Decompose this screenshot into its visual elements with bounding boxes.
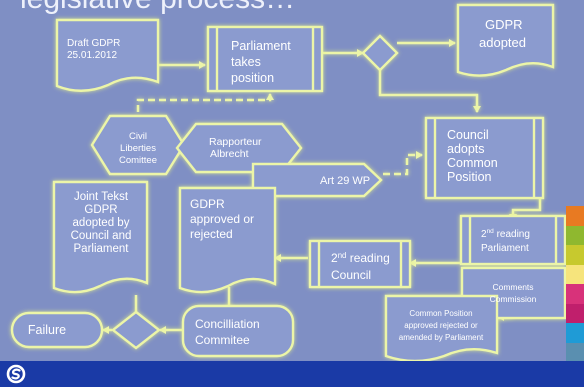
connector-committees-to-parliament <box>136 93 274 112</box>
color-stripes <box>566 206 584 362</box>
color-stripe <box>566 323 584 343</box>
node-parliament-position <box>206 25 324 93</box>
node-council-adopts <box>424 116 545 200</box>
node-decision-bottom <box>111 310 161 350</box>
node-2nd-reading-council <box>308 239 412 289</box>
node-draft-gdpr <box>55 18 160 92</box>
color-stripe <box>566 206 584 226</box>
node-gdpr-approved <box>178 186 277 294</box>
node-conciliation <box>181 304 295 358</box>
node-common-position <box>384 294 499 361</box>
connector-decision-to-council <box>378 70 481 113</box>
connector-art29-to-council <box>383 151 423 176</box>
node-failure <box>10 311 104 349</box>
slide-title: legislative process… <box>20 0 295 16</box>
color-stripe <box>566 245 584 265</box>
label-art29: Art 29 WP <box>320 175 370 187</box>
color-stripe <box>566 342 584 362</box>
node-gdpr-adopted <box>456 3 555 77</box>
color-stripe <box>566 264 584 284</box>
color-stripe <box>566 284 584 304</box>
node-joint-text <box>52 180 149 294</box>
connectors <box>102 39 542 334</box>
logo-icon <box>6 364 26 384</box>
node-decision-top <box>361 34 399 72</box>
label-failure: Failure <box>28 323 66 337</box>
footer-bar <box>0 361 584 387</box>
color-stripe <box>566 303 584 323</box>
node-civil-liberties <box>90 114 186 176</box>
shapes <box>10 3 567 361</box>
color-stripe <box>566 225 584 245</box>
node-2nd-reading-parliament <box>459 214 567 266</box>
